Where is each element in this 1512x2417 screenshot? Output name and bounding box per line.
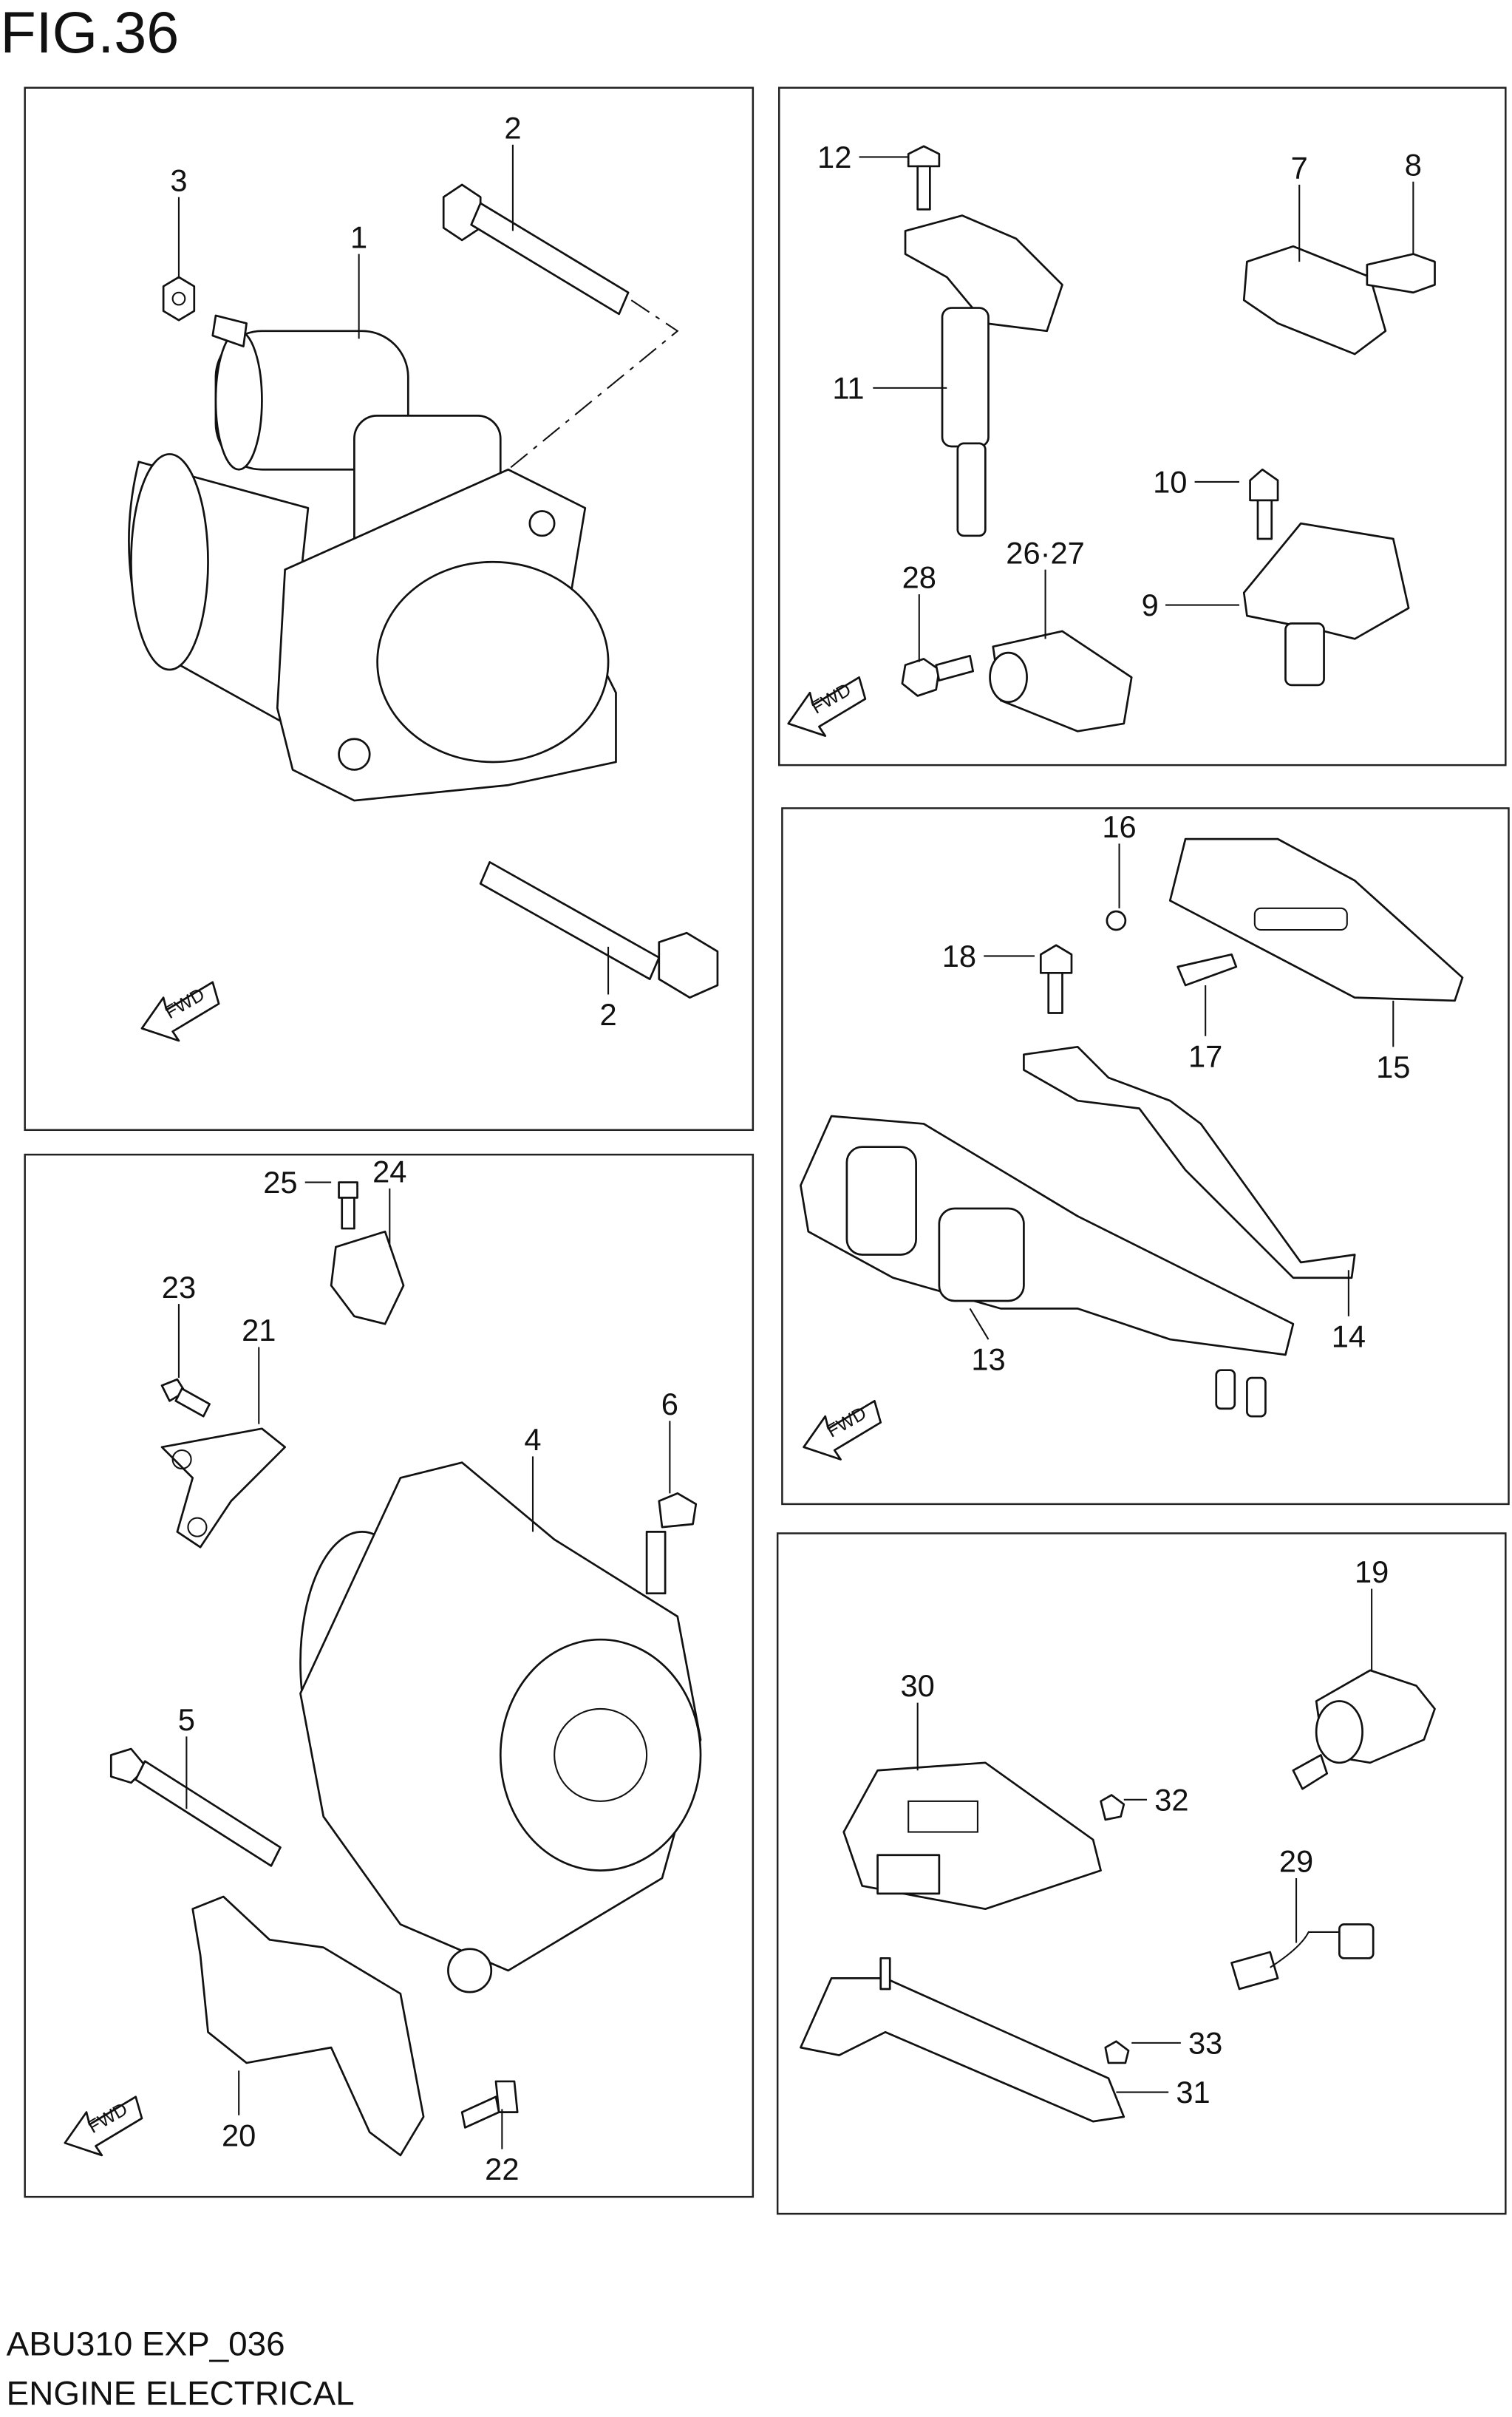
callout-31: 31 <box>1176 2075 1210 2110</box>
figure-title: FIG.36 <box>0 0 179 65</box>
callout-24: 24 <box>372 1155 406 1189</box>
callout-11: 11 <box>832 370 864 405</box>
callout-13: 13 <box>971 1342 1005 1377</box>
callout-26-27: 26·27 <box>1006 535 1085 570</box>
callout-3: 3 <box>170 163 187 197</box>
callout-14: 14 <box>1332 1319 1366 1353</box>
callout-19: 19 <box>1355 1554 1389 1589</box>
callout-2: 2 <box>504 110 521 145</box>
callout-25: 25 <box>263 1165 297 1200</box>
ignition-coil-bracket-drawing <box>800 837 1464 1418</box>
panel-control-module <box>776 1532 1507 2215</box>
panel-alternator <box>24 1153 755 2198</box>
callout-9: 9 <box>1142 588 1159 622</box>
control-module-drawing <box>800 1669 1436 2123</box>
callout-32: 32 <box>1154 1782 1188 1817</box>
fwd-arrow-3: FWD <box>803 1399 882 1461</box>
panel-ignition-sensors <box>777 86 1507 766</box>
callout-16: 16 <box>1102 809 1136 844</box>
ignition-sensors-drawing <box>901 145 1436 732</box>
panel-starter-motor <box>24 86 755 1132</box>
callout-2: 2 <box>599 997 616 1032</box>
callout-29: 29 <box>1279 1844 1313 1879</box>
callout-4: 4 <box>524 1422 541 1457</box>
callout-18: 18 <box>942 939 976 973</box>
callout-33: 33 <box>1188 2025 1222 2060</box>
callout-22: 22 <box>485 2152 519 2186</box>
callout-8: 8 <box>1405 147 1422 182</box>
callout-7: 7 <box>1291 151 1308 186</box>
callout-leader-line <box>969 1308 990 1340</box>
footer-code: ABU310 EXP_036 <box>7 2325 285 2363</box>
callout-28: 28 <box>902 560 936 595</box>
callout-20: 20 <box>222 2118 256 2152</box>
callout-6: 6 <box>661 1387 678 1421</box>
callout-12: 12 <box>817 140 851 174</box>
starter-motor-drawing <box>128 183 719 999</box>
callout-21: 21 <box>242 1313 276 1347</box>
callout-17: 17 <box>1188 1038 1222 1073</box>
fwd-arrow-1: FWD <box>140 981 220 1042</box>
fwd-arrow-4: FWD <box>64 2095 143 2157</box>
panel-ignition-coil-bracket <box>781 807 1510 1506</box>
callout-10: 10 <box>1153 464 1187 499</box>
alternator-drawing <box>109 1181 702 2157</box>
callout-15: 15 <box>1376 1050 1410 1084</box>
callout-1: 1 <box>350 220 367 254</box>
callout-5: 5 <box>178 1702 195 1737</box>
callout-23: 23 <box>162 1270 196 1305</box>
callout-30: 30 <box>901 1668 935 1703</box>
fwd-arrow-2: FWD <box>787 676 867 737</box>
footer-section-name: ENGINE ELECTRICAL <box>7 2374 355 2412</box>
